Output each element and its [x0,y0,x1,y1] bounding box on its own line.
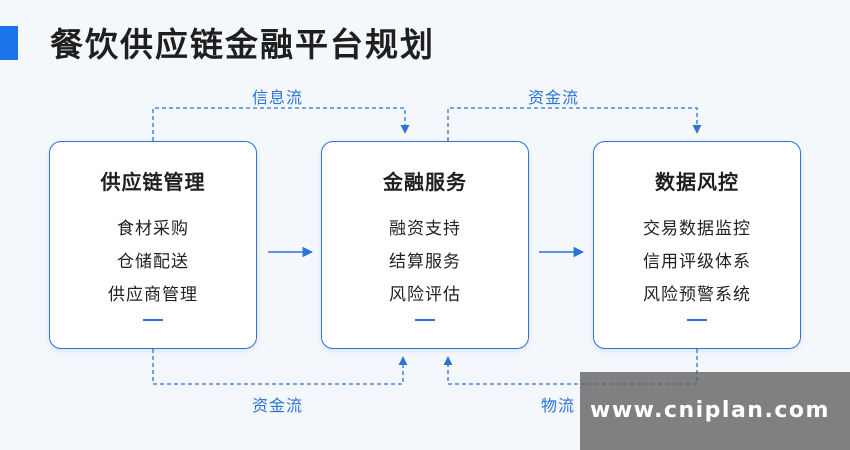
box-supply-chain: 供应链管理 食材采购 仓储配送 供应商管理 [49,141,257,349]
box-data-risk-control: 数据风控 交易数据监控 信用评级体系 风险预警系统 [593,141,801,349]
box-item: 仓储配送 [117,252,189,272]
flow-label-top-left: 信息流 [252,88,304,107]
box-dash [143,319,163,321]
top-right-flow-connector [447,107,702,141]
box-item: 风险预警系统 [643,285,751,305]
title-accent-bar [0,26,18,60]
box-financial-services: 金融服务 融资支持 结算服务 风险评估 [321,141,529,349]
box-item: 交易数据监控 [643,219,751,239]
box-dash [687,319,707,321]
flow-label-top-right: 资金流 [528,88,580,107]
flow-label-bottom-right: 物流 [541,396,576,415]
box-title: 金融服务 [383,170,467,194]
box-item: 信用评级体系 [643,252,751,272]
bottom-right-flow-connector [443,349,698,385]
box-item: 结算服务 [389,252,461,272]
box-item-list: 交易数据监控 信用评级体系 风险预警系统 [594,213,800,312]
box-item-list: 融资支持 结算服务 风险评估 [322,213,528,312]
box-title: 供应链管理 [100,170,206,194]
box-item: 食材采购 [117,219,189,239]
flow-label-bottom-left: 资金流 [252,396,304,415]
top-left-flow-connector [152,107,410,141]
box-item-list: 食材采购 仓储配送 供应商管理 [50,213,256,312]
box-item: 融资支持 [389,219,461,239]
box-title: 数据风控 [655,170,739,194]
box-item: 风险评估 [389,285,461,305]
box-dash [415,319,435,321]
page-title: 餐饮供应链金融平台规划 [50,25,435,64]
watermark-overlay: www.cniplan.com [580,372,850,450]
bottom-left-flow-connector [152,349,408,385]
box-item: 供应商管理 [108,285,198,305]
watermark-text: www.cniplan.com [590,398,830,423]
